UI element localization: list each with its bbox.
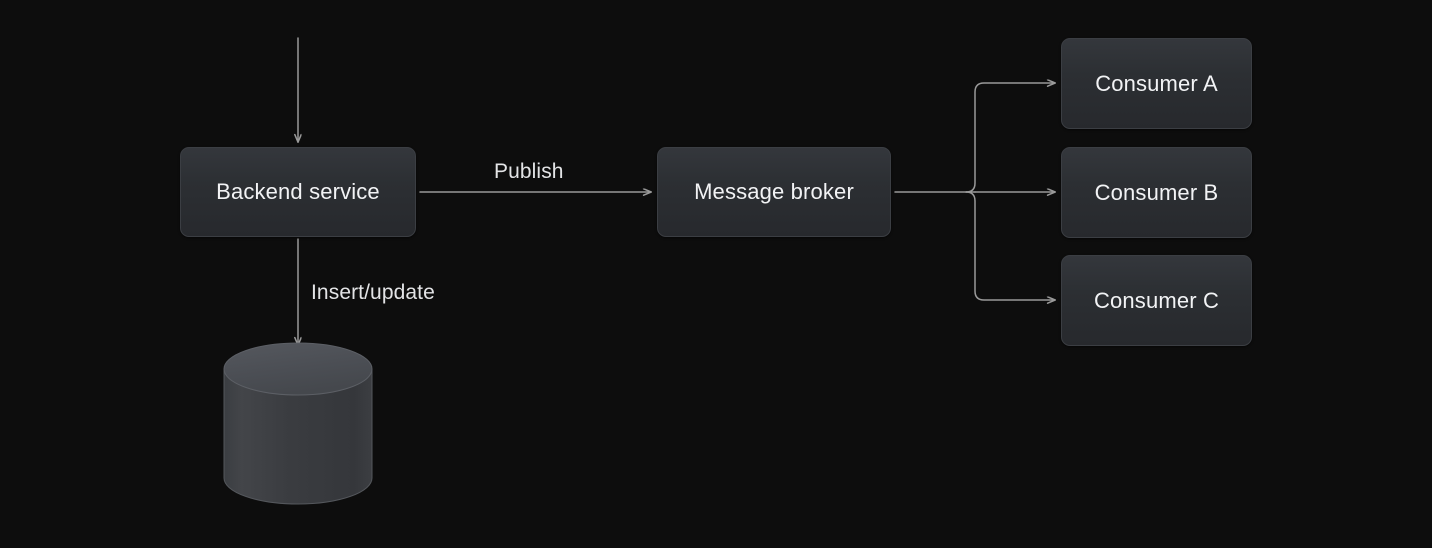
node-message-broker-label: Message broker [694, 179, 854, 204]
edge-label-publish: Publish [494, 160, 564, 183]
node-consumer-a[interactable]: Consumer A [1061, 38, 1252, 129]
node-backend-service[interactable]: Backend service [180, 147, 416, 237]
node-backend-service-label: Backend service [216, 179, 380, 204]
node-consumer-a-label: Consumer A [1095, 70, 1218, 96]
node-message-broker[interactable]: Message broker [657, 147, 891, 237]
edge-broker-to-consumer-c [965, 191, 1055, 300]
database-cylinder [223, 342, 373, 505]
node-consumer-c[interactable]: Consumer C [1061, 255, 1252, 346]
edge-broker-to-consumer-a [965, 83, 1055, 193]
node-consumer-c-label: Consumer C [1094, 287, 1219, 313]
edge-label-insert-update: Insert/update [311, 281, 435, 304]
node-consumer-b[interactable]: Consumer B [1061, 147, 1252, 238]
node-consumer-b-label: Consumer B [1094, 179, 1219, 205]
